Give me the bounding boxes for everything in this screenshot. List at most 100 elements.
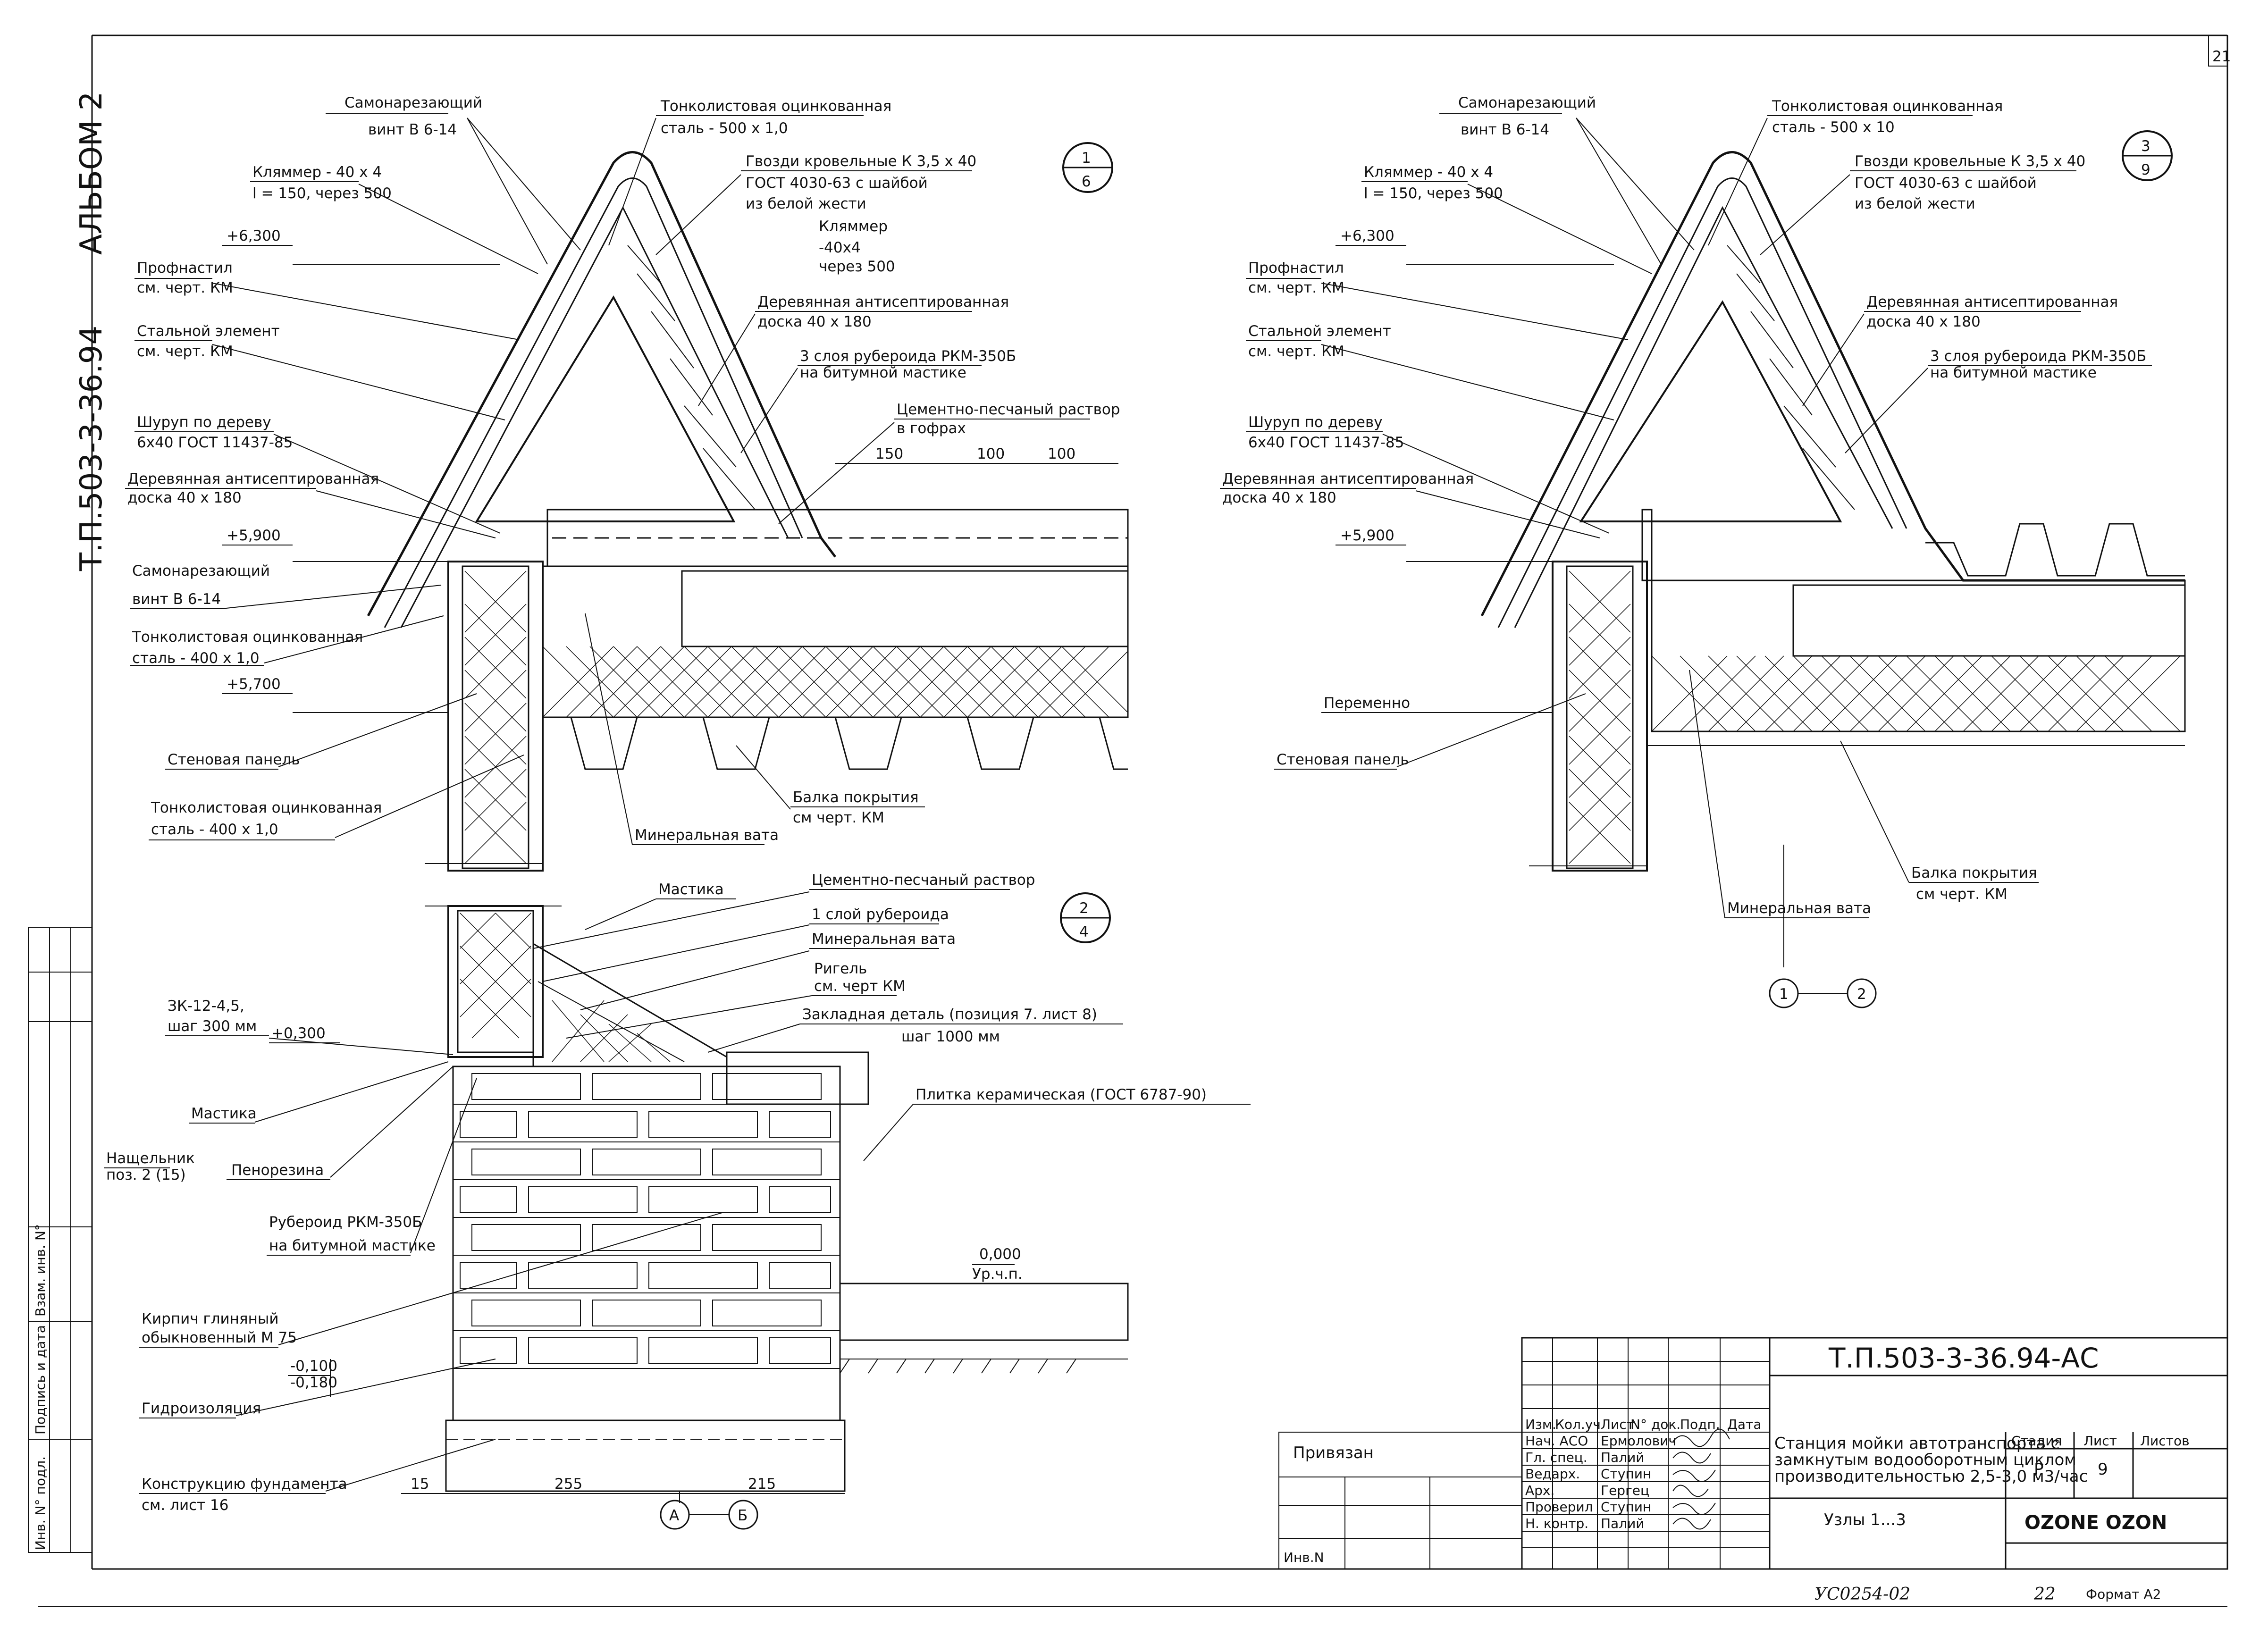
svg-text:поз. 2 (15): поз. 2 (15)	[106, 1166, 186, 1183]
svg-text:Листов: Листов	[2140, 1433, 2190, 1449]
svg-text:доска 40 х 180: доска 40 х 180	[1866, 313, 1981, 330]
svg-text:сталь - 500 х 1,0: сталь - 500 х 1,0	[661, 120, 788, 137]
svg-text:Стальной элемент: Стальной элемент	[137, 323, 280, 340]
svg-text:+6,300: +6,300	[227, 227, 281, 244]
svg-text:Самонарезающий: Самонарезающий	[1458, 94, 1596, 111]
node-3-drawing	[1480, 151, 2186, 967]
node-2-marker-bottom: 4	[1079, 923, 1089, 940]
svg-text:Балка покрытия: Балка покрытия	[793, 789, 919, 806]
svg-text:производительностью 2,5-3,0 м3: производительностью 2,5-3,0 м3/час	[1774, 1467, 2088, 1486]
svg-text:А: А	[669, 1507, 679, 1524]
title-block	[1278, 1337, 2228, 1570]
svg-text:винт В 6-14: винт В 6-14	[1461, 121, 1549, 138]
node-3-marker-bottom: 9	[2141, 161, 2150, 178]
svg-text:Тонколистовая оцинкованная: Тонколистовая оцинкованная	[1772, 98, 2003, 115]
svg-text:3 слоя рубероида РКМ-350Б: 3 слоя рубероида РКМ-350Б	[800, 348, 1016, 365]
album-label: АЛЬБОМ 2	[74, 92, 109, 255]
svg-text:Палий: Палий	[1601, 1516, 1645, 1531]
svg-text:Кол.уч: Кол.уч	[1555, 1417, 1601, 1432]
svg-text:1: 1	[1779, 986, 1789, 1003]
svg-text:Лист: Лист	[1601, 1417, 1634, 1432]
node-1-hatch	[464, 571, 1128, 864]
svg-text:Гвозди кровельные К 3,5 х 40: Гвозди кровельные К 3,5 х 40	[746, 153, 976, 170]
svg-text:сталь - 500 х 10: сталь - 500 х 10	[1772, 119, 1895, 136]
svg-text:Палий: Палий	[1601, 1450, 1645, 1465]
svg-text:+5,900: +5,900	[227, 527, 281, 544]
svg-text:доска 40 х 180: доска 40 х 180	[127, 489, 242, 506]
svg-text:Б: Б	[738, 1507, 748, 1524]
node-3-labels: Самонарезающий винт В 6-14 Тонколистовая…	[1222, 94, 2146, 917]
svg-text:215: 215	[748, 1476, 776, 1493]
node-2-marker: 2 4	[1060, 892, 1111, 943]
stamp-inv: Инв. N° подл.	[33, 1456, 48, 1550]
svg-text:см. черт. КМ: см. черт. КМ	[1248, 343, 1344, 360]
svg-text:Инв.N: Инв.N	[1284, 1550, 1324, 1565]
svg-text:l = 150, через 500: l = 150, через 500	[252, 185, 392, 202]
svg-text:Стадия: Стадия	[2011, 1433, 2062, 1449]
svg-text:Ступин: Ступин	[1601, 1466, 1651, 1482]
svg-text:0,000: 0,000	[979, 1246, 1021, 1263]
svg-text:Ермолович: Ермолович	[1601, 1433, 1676, 1449]
svg-text:Деревянная антисептированная: Деревянная антисептированная	[127, 470, 379, 487]
svg-text:+5,900: +5,900	[1340, 527, 1394, 544]
svg-text:Р: Р	[2034, 1460, 2044, 1479]
svg-text:Тонколистовая оцинкованная: Тонколистовая оцинкованная	[151, 799, 382, 816]
svg-text:Профнастил: Профнастил	[137, 260, 233, 277]
svg-text:Самонарезающий: Самонарезающий	[344, 94, 482, 111]
svg-text:Переменно: Переменно	[1324, 695, 1410, 712]
svg-text:сталь - 400 х 1,0: сталь - 400 х 1,0	[151, 821, 278, 838]
svg-text:Конструкцию фундамента: Конструкцию фундамента	[142, 1476, 347, 1493]
svg-text:см черт. КМ: см черт. КМ	[793, 809, 884, 826]
svg-text:-0,100: -0,100	[290, 1358, 337, 1375]
sheet-frame	[38, 34, 2228, 1607]
svg-text:+6,300: +6,300	[1340, 227, 1394, 244]
svg-text:Н. контр.: Н. контр.	[1525, 1516, 1588, 1531]
svg-text:-40х4: -40х4	[819, 239, 861, 256]
svg-text:из белой жести: из белой жести	[746, 195, 866, 212]
svg-text:через 500: через 500	[819, 258, 895, 275]
node-1-labels: Самонарезающий винт В 6-14 Тонколистовая…	[127, 94, 1120, 844]
svg-text:Тонколистовая оцинкованная: Тонколистовая оцинкованная	[660, 98, 891, 115]
svg-text:Кляммер: Кляммер	[819, 218, 888, 235]
node-1-marker-bottom: 6	[1082, 173, 1091, 190]
svg-text:на битумной мастике: на битумной мастике	[1930, 364, 2097, 381]
svg-text:15: 15	[411, 1476, 429, 1493]
stamp-sign: Подпись и дата	[33, 1325, 48, 1435]
svg-text:Стеновая панель: Стеновая панель	[168, 751, 300, 768]
svg-text:винт В 6-14: винт В 6-14	[368, 121, 457, 138]
svg-text:см. лист 16: см. лист 16	[142, 1497, 229, 1514]
doc-code: Т.П.503-3-36.94-АС	[1828, 1342, 2099, 1374]
node-2-hatch	[460, 913, 671, 1062]
svg-text:Гвозди кровельные К 3,5 х 40: Гвозди кровельные К 3,5 х 40	[1855, 153, 2085, 170]
svg-text:на битумной мастике: на битумной мастике	[800, 364, 966, 381]
svg-text:Ведарх.: Ведарх.	[1525, 1466, 1580, 1482]
svg-text:шаг 300 мм: шаг 300 мм	[168, 1018, 257, 1035]
svg-text:Плитка керамическая (ГОСТ 678: Плитка керамическая (ГОСТ 6787-90)	[916, 1086, 1207, 1103]
svg-text:Кирпич глиняный: Кирпич глиняный	[142, 1310, 278, 1327]
svg-text:Нащельник: Нащельник	[106, 1150, 195, 1167]
svg-text:Дата: Дата	[1727, 1417, 1762, 1432]
svg-text:6х40 ГОСТ 11437-85: 6х40 ГОСТ 11437-85	[1248, 434, 1404, 451]
svg-text:Деревянная антисептированная: Деревянная антисептированная	[1866, 294, 2118, 310]
node-1-marker-top: 1	[1082, 150, 1091, 167]
svg-text:из белой жести: из белой жести	[1855, 195, 1975, 212]
svg-text:+5,700: +5,700	[227, 676, 281, 693]
svg-text:Стеновая панель: Стеновая панель	[1277, 751, 1409, 768]
svg-text:100: 100	[1048, 445, 1075, 462]
svg-text:см. черт. КМ: см. черт. КМ	[137, 279, 233, 296]
svg-text:см. черт КМ: см. черт КМ	[814, 978, 906, 995]
node-2-labels: Мастика Цементно-песчаный раствор 1 слой…	[106, 872, 1207, 1514]
svg-text:Цементно-песчаный раствор: Цементно-песчаный раствор	[812, 872, 1035, 889]
svg-text:-0,180: -0,180	[290, 1374, 337, 1391]
axis-1-marker: 1 2	[1769, 978, 1877, 1008]
svg-text:шаг 1000 мм: шаг 1000 мм	[901, 1028, 1000, 1045]
svg-text:N° док.: N° док.	[1630, 1417, 1680, 1432]
signatures	[1672, 1428, 1730, 1530]
svg-text:9: 9	[2098, 1460, 2108, 1479]
node-1-drawing	[367, 151, 1129, 872]
svg-text:Шуруп по дереву: Шуруп по дереву	[137, 414, 271, 431]
svg-text:Шуруп по дереву: Шуруп по дереву	[1248, 414, 1383, 431]
svg-text:Кляммер - 40 х 4: Кляммер - 40 х 4	[1364, 164, 1493, 181]
svg-text:Рубероид РКМ-350Б: Рубероид РКМ-350Б	[269, 1214, 422, 1231]
svg-text:Нач. АСО: Нач. АСО	[1525, 1433, 1588, 1449]
